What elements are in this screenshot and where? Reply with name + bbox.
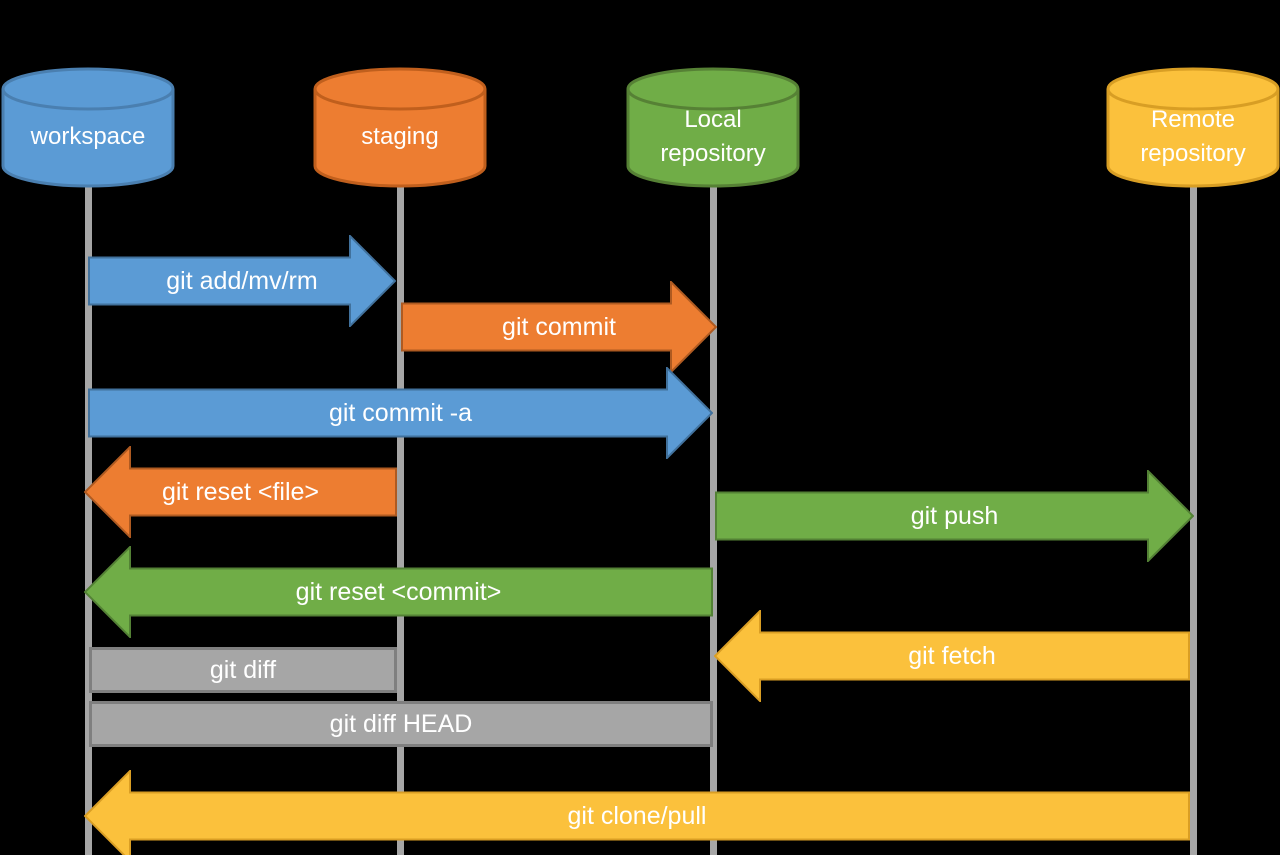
lifeline-local-repository	[709, 185, 717, 855]
command-label: git fetch	[908, 641, 996, 670]
node-label-line: repository	[1140, 140, 1246, 167]
command-label: git reset <file>	[161, 477, 320, 506]
command-shape	[84, 770, 1190, 855]
node-label-line: Local	[684, 106, 742, 133]
node-label-workspace: workspace	[0, 82, 176, 192]
command-shape	[88, 367, 713, 459]
node-label-line: workspace	[30, 123, 146, 150]
command-shape	[401, 281, 717, 373]
node-label-local-repository: Local repository	[625, 82, 801, 192]
arrow-git-push: git push	[715, 470, 1194, 562]
cylinder-shape	[1, 67, 175, 188]
lifeline-remote-repository	[1189, 185, 1197, 855]
cylinder-workspace: workspace	[0, 66, 176, 192]
command-label: git commit -a	[328, 398, 473, 427]
command-shape	[84, 546, 713, 638]
cylinder-remote-repository: Remote repository	[1105, 66, 1280, 192]
command-label: git diff	[209, 655, 277, 684]
cylinder-shape	[1106, 67, 1280, 188]
command-shape	[88, 235, 396, 327]
node-label-staging: staging	[312, 82, 488, 192]
command-shape	[84, 446, 397, 538]
command-label: git diff HEAD	[329, 709, 473, 738]
cylinder-local-repository: Local repository	[625, 66, 801, 192]
command-shape	[715, 470, 1194, 562]
arrow-git-fetch: git fetch	[714, 610, 1190, 702]
command-shape	[89, 647, 397, 693]
node-label-line: repository	[660, 140, 766, 167]
command-label: git push	[910, 501, 999, 530]
command-label: git clone/pull	[567, 801, 707, 830]
node-label-line: Remote	[1150, 106, 1236, 133]
arrow-git-commit-a: git commit -a	[88, 367, 713, 459]
bar-git-diff: git diff	[89, 647, 397, 693]
node-label-line: staging	[361, 123, 439, 150]
command-label: git commit	[502, 312, 616, 341]
lifeline-workspace	[84, 185, 92, 855]
node-label-remote-repository: Remote repository	[1105, 82, 1280, 192]
command-label: git reset <commit>	[295, 577, 502, 606]
command-shape	[89, 701, 713, 747]
cylinder-shape	[313, 67, 487, 188]
arrow-git-commit: git commit	[401, 281, 717, 373]
command-label: git add/mv/rm	[166, 266, 318, 295]
arrow-git-reset-commit: git reset <commit>	[84, 546, 713, 638]
cylinder-staging: staging	[312, 66, 488, 192]
arrow-git-clone-pull: git clone/pull	[84, 770, 1190, 855]
arrow-git-reset-file: git reset <file>	[84, 446, 397, 538]
arrow-git-add-mv-rm: git add/mv/rm	[88, 235, 396, 327]
command-shape	[714, 610, 1190, 702]
bar-git-diff-head: git diff HEAD	[89, 701, 713, 747]
cylinder-shape	[626, 67, 800, 188]
lifeline-staging	[396, 185, 404, 855]
